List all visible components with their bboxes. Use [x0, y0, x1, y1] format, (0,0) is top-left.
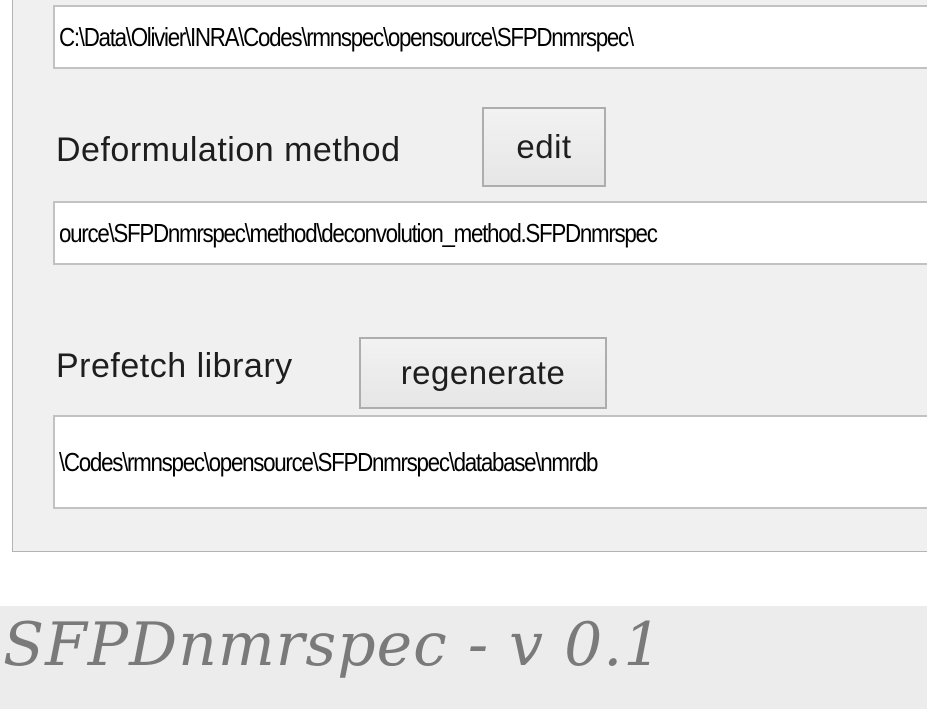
app-version-title: SFPDnmrspec - v 0.1	[3, 610, 663, 680]
footer-bar: SFPDnmrspec - v 0.1	[0, 606, 927, 709]
method-path-field[interactable]: ource\SFPDnmrspec\method\deconvolution_m…	[53, 201, 927, 265]
data-path-field[interactable]: C:\Data\Olivier\INRA\Codes\rmnspec\opens…	[53, 5, 927, 69]
library-path-text: \Codes\rmnspec\opensource\SFPDnmrspec\da…	[59, 447, 598, 477]
data-path-text: C:\Data\Olivier\INRA\Codes\rmnspec\opens…	[59, 22, 634, 52]
settings-panel: C:\Data\Olivier\INRA\Codes\rmnspec\opens…	[12, 0, 927, 552]
edit-button[interactable]: edit	[482, 107, 606, 187]
deformulation-method-label: Deformulation method	[56, 131, 401, 169]
library-path-field[interactable]: \Codes\rmnspec\opensource\SFPDnmrspec\da…	[53, 415, 927, 509]
method-path-text: ource\SFPDnmrspec\method\deconvolution_m…	[59, 218, 658, 248]
prefetch-library-label: Prefetch library	[56, 347, 293, 385]
regenerate-button[interactable]: regenerate	[359, 337, 607, 409]
